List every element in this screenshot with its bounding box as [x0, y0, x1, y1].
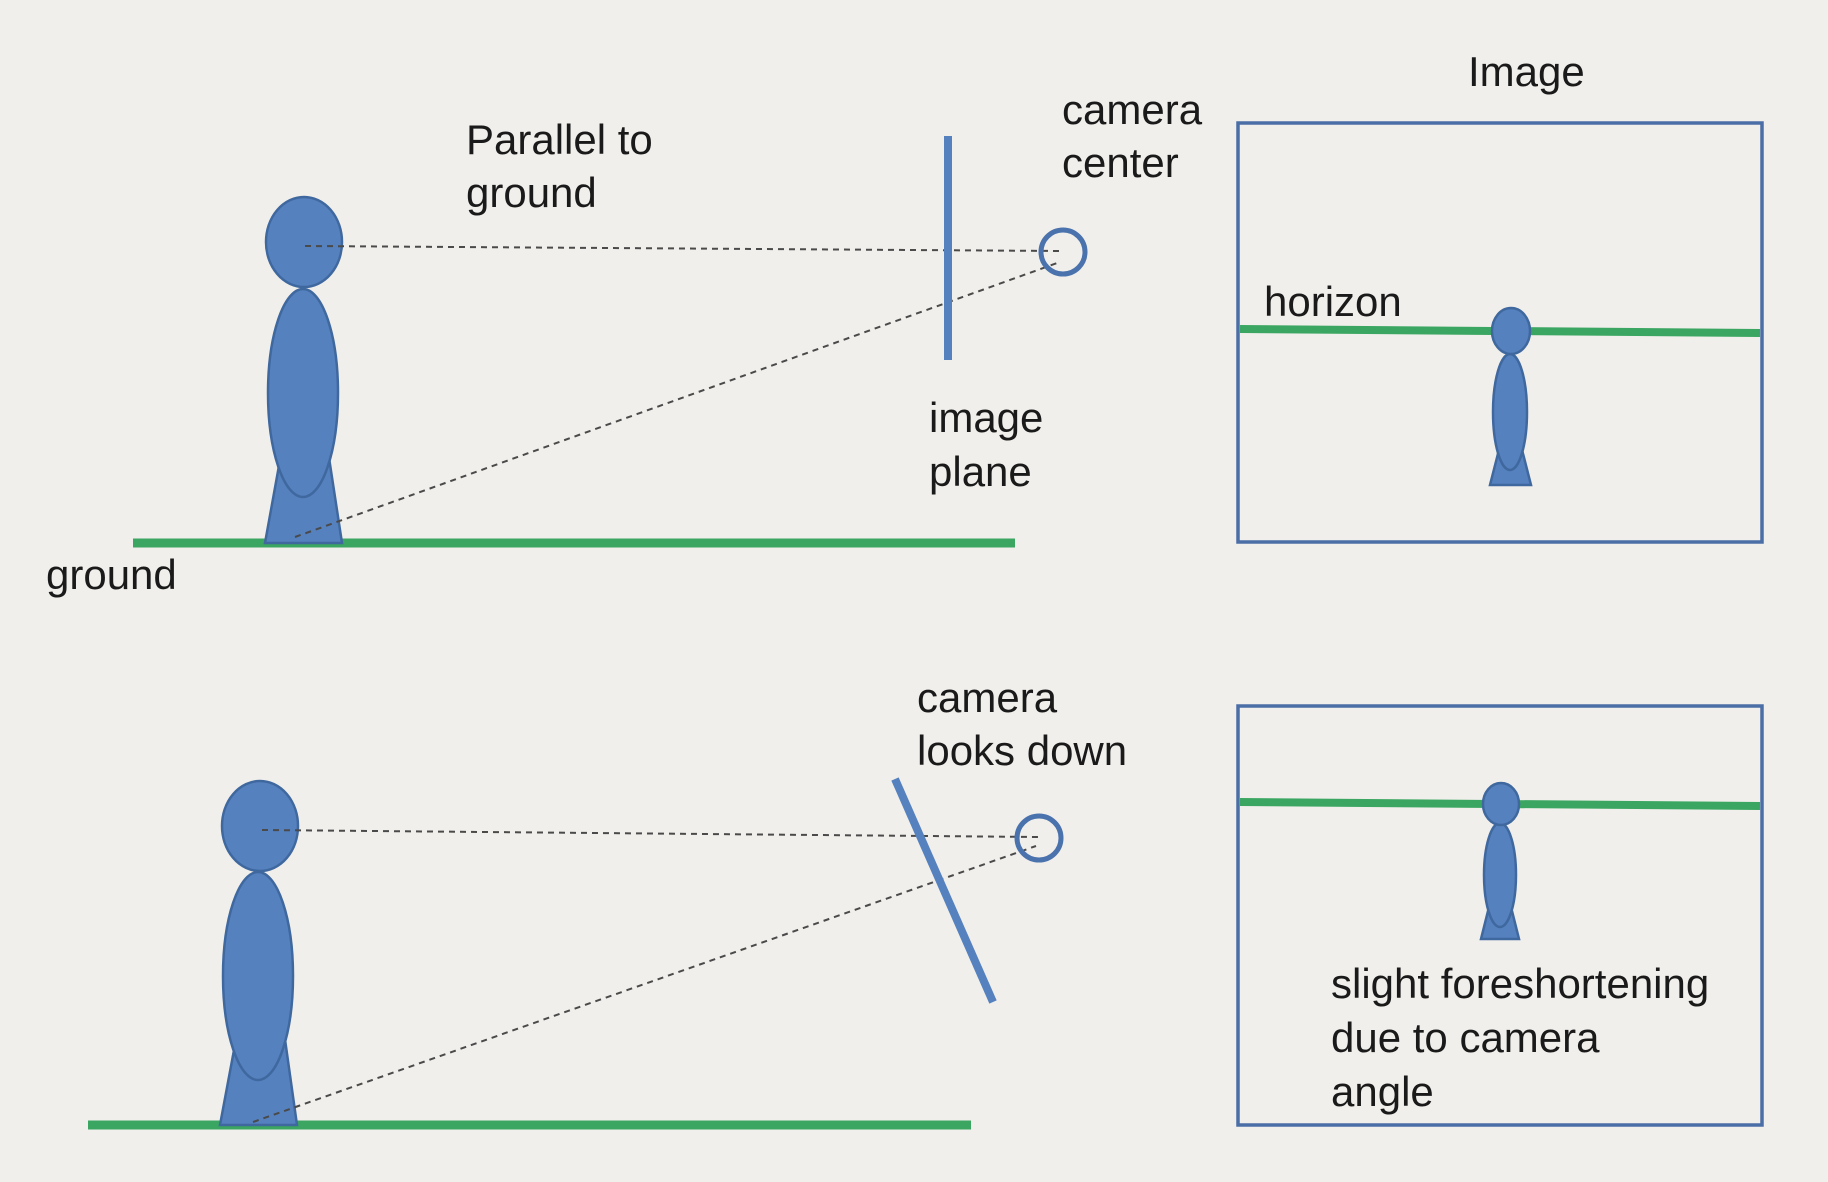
bottom-camera-center-circle	[1014, 813, 1064, 863]
top-scene: Parallel to ground camera center image p…	[46, 86, 1214, 598]
label-horizon: horizon	[1264, 278, 1402, 325]
bottom-eye-ray	[261, 829, 1039, 838]
top-person-body	[266, 287, 340, 499]
bottom-image-border	[1236, 704, 1764, 1127]
top-image-person-head	[1490, 306, 1532, 356]
bottom-image-person-body	[1482, 821, 1518, 929]
bottom-image-plane-tilted	[891, 777, 997, 1004]
label-image-plane: image plane	[929, 394, 1055, 495]
label-camera-center: camera center	[1062, 86, 1214, 186]
top-person-figure	[263, 195, 344, 545]
bottom-person-body	[221, 870, 295, 1082]
bottom-person-figure	[218, 779, 300, 1127]
label-ground: ground	[46, 551, 177, 598]
bottom-image-frame: slight foreshortening due to camera angl…	[1236, 704, 1764, 1127]
bottom-image-person	[1479, 781, 1521, 941]
top-foot-ray	[294, 261, 1061, 538]
label-slight-foreshortening: slight foreshortening due to camera angl…	[1331, 960, 1721, 1115]
label-camera-looks-down: camera looks down	[917, 674, 1127, 774]
top-image-person	[1488, 306, 1533, 487]
top-image-frame: Image horizon	[1236, 48, 1764, 544]
top-camera-center-circle	[1038, 227, 1088, 277]
label-parallel-to-ground: Parallel to ground	[466, 116, 664, 216]
top-image-border	[1236, 121, 1764, 544]
bottom-scene: camera looks down	[88, 674, 1127, 1130]
bottom-foot-ray	[252, 845, 1037, 1123]
top-eye-ray	[304, 245, 1063, 252]
bottom-person-head	[220, 779, 300, 873]
top-person-head	[264, 195, 344, 289]
top-image-person-body	[1491, 352, 1529, 472]
bottom-image-person-head	[1481, 781, 1521, 827]
label-image: Image	[1468, 48, 1585, 95]
